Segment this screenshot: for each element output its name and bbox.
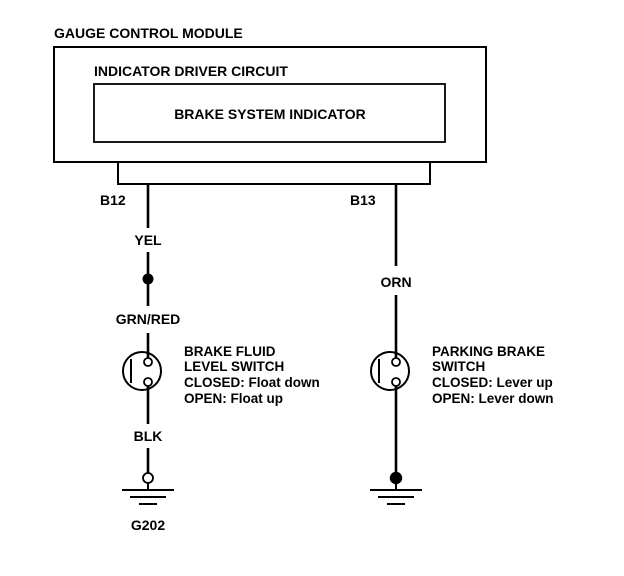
- parking-brake-switch-name-1: PARKING BRAKE: [432, 344, 545, 359]
- indicator-driver-circuit-label: INDICATOR DRIVER CIRCUIT: [94, 63, 288, 79]
- brake-fluid-switch-name-1: BRAKE FLUID: [184, 344, 276, 359]
- wire-orn-label: ORN: [380, 274, 411, 290]
- brake-fluid-switch-open: OPEN: Float up: [184, 391, 283, 406]
- ground-symbol-g202: [122, 472, 174, 505]
- brake-fluid-switch-name-2: LEVEL SWITCH: [184, 359, 284, 374]
- terminal-b12-label: B12: [100, 192, 126, 208]
- wire-blk-label: BLK: [134, 428, 163, 444]
- brake-fluid-level-switch: [122, 333, 162, 424]
- parking-brake-switch-closed: CLOSED: Lever up: [432, 375, 553, 390]
- gauge-control-module-box: [53, 46, 487, 163]
- ground-g202-label: G202: [131, 517, 165, 533]
- brake-system-indicator-box: [93, 83, 446, 143]
- parking-brake-switch: [370, 295, 410, 474]
- parking-brake-switch-name-2: SWITCH: [432, 359, 485, 374]
- wire-yel-label: YEL: [134, 232, 162, 248]
- connector-bus: [117, 162, 431, 185]
- terminal-b13-label: B13: [350, 192, 376, 208]
- wire-grn-red-label: GRN/RED: [116, 311, 181, 327]
- ground-symbol-body: [370, 471, 422, 505]
- brake-fluid-switch-closed: CLOSED: Float down: [184, 375, 320, 390]
- brake-system-indicator-label: BRAKE SYSTEM INDICATOR: [174, 106, 366, 122]
- splice-point: [142, 273, 154, 285]
- gauge-control-module-title: GAUGE CONTROL MODULE: [54, 25, 243, 41]
- parking-brake-switch-open: OPEN: Lever down: [432, 391, 554, 406]
